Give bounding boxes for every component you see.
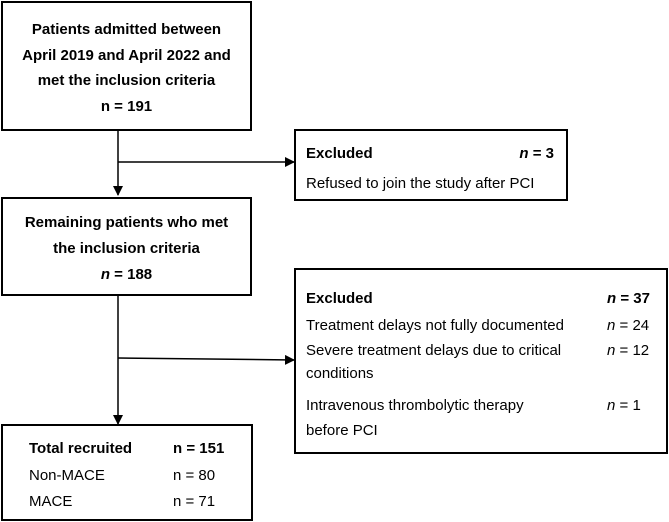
excluded2-count-value: = 37	[616, 290, 650, 307]
remaining-count-value: = 188	[110, 266, 153, 283]
excluded-count: n = 3	[519, 144, 554, 163]
excluded2-title: Excluded	[306, 290, 373, 307]
group-count-mace: n = 71	[173, 493, 216, 510]
arrow-to-excluded2	[117, 354, 295, 365]
excluded-count-n: n	[519, 145, 529, 162]
remaining-line-2: the inclusion criteria	[53, 240, 200, 257]
reason-1-count: n = 24	[607, 316, 649, 335]
admitted-line-2: April 2019 and April 2022 and	[22, 47, 231, 64]
admitted-patients-box: Patients admitted between April 2019 and…	[1, 1, 252, 131]
reason-3-count-value: = 1	[615, 397, 641, 414]
reason-1-count-n: n	[607, 317, 616, 334]
excluded-reason: Refused to join the study after PCI	[306, 175, 535, 192]
excluded-delays-box: Excluded n = 37 Treatment delays not ful…	[294, 268, 668, 454]
admitted-line-3: met the inclusion criteria	[37, 72, 216, 89]
reason-2-count-n: n	[607, 342, 616, 359]
admitted-count: n = 191	[100, 98, 153, 115]
reason-3-count: n = 1	[607, 396, 641, 415]
reason-2-line-2: conditions	[306, 365, 374, 382]
remaining-count: n = 188	[3, 265, 250, 284]
group-label-non-mace: Non-MACE	[29, 467, 105, 484]
reason-1-count-value: = 24	[615, 317, 650, 334]
excluded2-count-n: n	[607, 290, 617, 307]
reason-2-count: n = 12	[607, 341, 649, 360]
reason-1-line-1: Treatment delays not fully documented	[306, 317, 564, 334]
excluded-refused-box: Excluded n = 3 Refused to join the study…	[294, 129, 568, 201]
reason-2-line-1: Severe treatment delays due to critical	[306, 342, 562, 359]
admitted-line-1: Patients admitted between	[31, 21, 222, 38]
reason-3-line-2: before PCI	[306, 422, 378, 439]
excluded2-count: n = 37	[607, 289, 650, 308]
remaining-line-1: Remaining patients who met	[24, 214, 229, 231]
reason-3-count-n: n	[607, 397, 616, 414]
reason-3-line-1: Intravenous thrombolytic therapy	[306, 397, 524, 414]
total-recruited-box: Total recruited n = 151 Non-MACE n = 80 …	[1, 424, 253, 521]
recruited-title: Total recruited	[29, 440, 133, 457]
recruited-total: n = 151	[173, 440, 225, 457]
reason-2-count-value: = 12	[615, 342, 650, 359]
remaining-count-n: n	[100, 266, 111, 283]
remaining-patients-box: Remaining patients who met the inclusion…	[1, 197, 252, 296]
excluded-title: Excluded	[306, 145, 373, 162]
group-label-mace: MACE	[29, 493, 73, 510]
excluded-count-value: = 3	[528, 145, 554, 162]
group-count-non-mace: n = 80	[173, 467, 216, 484]
